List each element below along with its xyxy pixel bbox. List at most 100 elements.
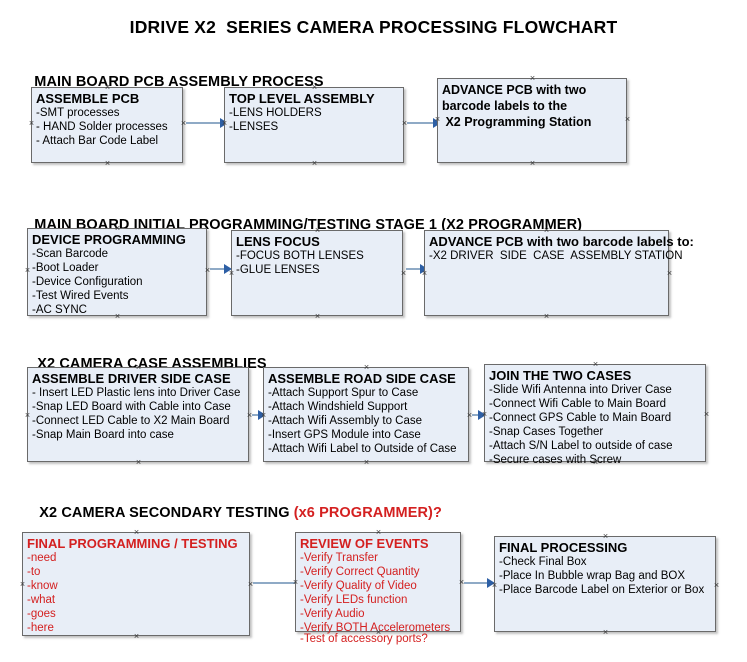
node-line: -Boot Loader xyxy=(32,262,99,274)
node-review-of-events[interactable]: REVIEW OF EVENTS -Verify Transfer -Verif… xyxy=(292,529,461,645)
node-line: -goes xyxy=(27,608,56,620)
node-line: -Verify Quality of Video xyxy=(300,580,417,592)
node-title: REVIEW OF EVENTS xyxy=(300,536,429,551)
connection-handle-left[interactable] xyxy=(481,411,488,418)
connection-handle-top[interactable] xyxy=(135,364,142,371)
node-lens-focus[interactable]: LENS FOCUS -FOCUS BOTH LENSES -GLUE LENS… xyxy=(231,230,403,316)
connection-handle-bottom[interactable] xyxy=(114,313,121,320)
connection-handle-top[interactable] xyxy=(592,361,599,368)
connection-handle-top[interactable] xyxy=(529,75,536,82)
connection-handle-right[interactable] xyxy=(703,411,710,418)
connection-handle-bottom[interactable] xyxy=(104,160,111,167)
node-line: -Attach Wifi Assembly to Case xyxy=(268,415,423,427)
node-line: -SMT processes xyxy=(36,107,120,119)
node-title: FINAL PROCESSING xyxy=(499,540,628,555)
section-heading-x2-camera-secondary-testing: X2 CAMERA SECONDARY TESTING (x6 PROGRAMM… xyxy=(31,489,442,521)
connection-handle-bottom[interactable] xyxy=(133,633,140,640)
node-line: -Scan Barcode xyxy=(32,248,109,260)
connection-handle-left[interactable] xyxy=(228,270,235,277)
node-line: -Connect Wifi Cable to Main Board xyxy=(489,398,667,410)
connection-handle-left[interactable] xyxy=(19,581,26,588)
node-line: -Insert GPS Module into Case xyxy=(268,429,421,441)
connection-handle-left[interactable] xyxy=(24,412,31,419)
node-assemble-pcb[interactable]: ASSEMBLE PCB -SMT processes - HAND Solde… xyxy=(31,87,183,163)
connection-handle-bottom[interactable] xyxy=(375,629,382,636)
connection-handle-top[interactable] xyxy=(543,227,550,234)
connection-handle-right[interactable] xyxy=(713,582,720,589)
connection-handle-left[interactable] xyxy=(28,120,35,127)
node-final-programming-testing[interactable]: FINAL PROGRAMMING / TESTING -need -to -k… xyxy=(22,532,250,636)
node-line: -Device Configuration xyxy=(32,276,143,288)
node-advance-pcb-to-x2-programming-station[interactable]: ADVANCE PCB with two barcode labels to t… xyxy=(437,78,627,163)
node-line: -FOCUS BOTH LENSES xyxy=(236,250,364,262)
node-line: - Attach Bar Code Label xyxy=(36,135,159,147)
node-line: - HAND Solder processes xyxy=(36,121,168,133)
node-title: ASSEMBLE DRIVER SIDE CASE xyxy=(32,371,231,386)
node-line: -Attach Windshield Support xyxy=(268,401,408,413)
connection-handle-right[interactable] xyxy=(624,116,631,123)
node-overflow-line: -Test of accessory ports? xyxy=(300,633,428,645)
connection-handle-left[interactable] xyxy=(421,270,428,277)
connection-handle-bottom[interactable] xyxy=(592,459,599,466)
node-line: -Verify Transfer xyxy=(300,552,378,564)
connection-handle-left[interactable] xyxy=(221,120,228,127)
node-line: -LENSES xyxy=(229,121,279,133)
node-title: DEVICE PROGRAMMING xyxy=(32,232,186,247)
section-heading-text: MAIN BOARD PCB ASSEMBLY PROCESS xyxy=(34,74,324,90)
connection-handle-left[interactable] xyxy=(24,267,31,274)
node-assemble-road-side-case[interactable]: ASSEMBLE ROAD SIDE CASE -Attach Support … xyxy=(263,367,469,462)
connection-handle-bottom[interactable] xyxy=(135,459,142,466)
connection-handle-right[interactable] xyxy=(666,270,673,277)
node-join-the-two-cases[interactable]: JOIN THE TWO CASES -Slide Wifi Antenna i… xyxy=(481,361,706,466)
connection-handle-left[interactable] xyxy=(434,116,441,123)
node-line: -here xyxy=(27,622,54,634)
connection-handle-bottom[interactable] xyxy=(314,313,321,320)
connection-handle-left[interactable] xyxy=(491,582,498,589)
node-title: FINAL PROGRAMMING / TESTING xyxy=(27,536,238,551)
connection-handle-left[interactable] xyxy=(260,412,267,419)
connection-handle-top[interactable] xyxy=(104,84,111,91)
node-title: JOIN THE TWO CASES xyxy=(489,368,632,383)
node-line: - Insert LED Plastic lens into Driver Ca… xyxy=(32,387,241,399)
node-line: -Connect LED Cable to X2 Main Board xyxy=(32,415,230,427)
connection-handle-bottom[interactable] xyxy=(602,629,609,636)
connection-handle-top[interactable] xyxy=(314,227,321,234)
connection-handle-top[interactable] xyxy=(363,364,370,371)
page-title: IDRIVE X2 SERIES CAMERA PROCESSING FLOWC… xyxy=(129,17,618,37)
node-line: -AC SYNC xyxy=(32,304,87,316)
node-title: LENS FOCUS xyxy=(236,234,320,249)
connection-handle-bottom[interactable] xyxy=(311,160,318,167)
node-line: -Place Barcode Label on Exterior or Box xyxy=(499,584,705,596)
node-line: -what xyxy=(27,594,56,606)
node-top-level-assembly[interactable]: TOP LEVEL ASSEMBLY -LENS HOLDERS -LENSES xyxy=(224,87,404,163)
connection-handle-top[interactable] xyxy=(133,529,140,536)
connector-top-level-to-advance xyxy=(407,122,437,124)
connection-handle-bottom[interactable] xyxy=(363,459,370,466)
connection-handle-bottom[interactable] xyxy=(543,313,550,320)
connection-handle-top[interactable] xyxy=(602,533,609,540)
connection-handle-top[interactable] xyxy=(375,529,382,536)
node-assemble-driver-side-case[interactable]: ASSEMBLE DRIVER SIDE CASE - Insert LED P… xyxy=(27,367,249,462)
node-line: ADVANCE PCB with two xyxy=(442,83,587,97)
node-line: -Connect GPS Cable to Main Board xyxy=(489,412,672,424)
node-final-processing[interactable]: FINAL PROCESSING -Check Final Box -Place… xyxy=(494,536,716,632)
node-title: TOP LEVEL ASSEMBLY xyxy=(229,91,375,106)
node-line: -Attach Wifi Label to Outside of Case xyxy=(268,443,457,455)
node-line: -GLUE LENSES xyxy=(236,264,320,276)
section-heading-text: X2 CAMERA SECONDARY TESTING xyxy=(39,505,294,521)
node-line: -LENS HOLDERS xyxy=(229,107,322,119)
node-line: -Verify LEDs function xyxy=(300,594,408,606)
node-title: ASSEMBLE PCB xyxy=(36,91,140,106)
connection-handle-top[interactable] xyxy=(311,84,318,91)
connection-handle-right[interactable] xyxy=(400,270,407,277)
node-device-programming[interactable]: DEVICE PROGRAMMING -Scan Barcode -Boot L… xyxy=(27,228,207,316)
node-line: barcode labels to the xyxy=(442,99,568,113)
node-line: -Snap Cases Together xyxy=(489,426,604,438)
node-line: -X2 DRIVER SIDE CASE ASSEMBLY STATION xyxy=(429,250,683,262)
connection-handle-top[interactable] xyxy=(114,225,121,232)
connection-handle-left[interactable] xyxy=(292,579,299,586)
node-line: -Verify BOTH Accelerometers xyxy=(300,622,451,634)
connection-handle-bottom[interactable] xyxy=(529,160,536,167)
node-advance-pcb-to-driver-side-case[interactable]: ADVANCE PCB with two barcode labels to: … xyxy=(421,227,694,316)
connector-review-to-final-processing xyxy=(464,582,492,584)
